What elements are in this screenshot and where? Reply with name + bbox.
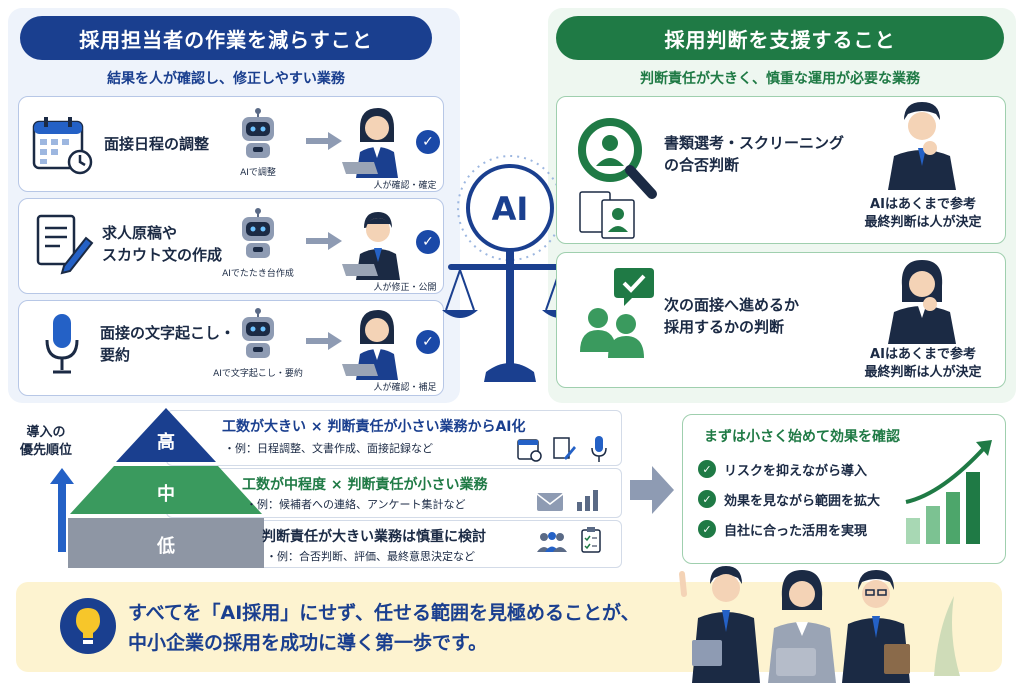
ai-caption: AIで調整	[240, 168, 276, 178]
envelope-icon	[536, 493, 564, 511]
priority-axis-label: 導入の優先順位	[19, 425, 72, 458]
right-header: 採用判断を支援すること	[556, 16, 1004, 60]
arrow-right-icon	[630, 466, 674, 514]
check-icon: ✓	[416, 130, 440, 154]
priority-title-high: 工数が大きい × 判断責任が小さい業務からAI化	[222, 419, 526, 435]
microphone-icon	[591, 436, 607, 462]
document-pen-icon	[553, 437, 576, 460]
priority-title-low: 判断責任が大きい業務は慎重に検討	[262, 529, 486, 545]
tier-low-label: 低	[157, 536, 175, 557]
start-small-title: まずは小さく始めて効果を確認	[704, 429, 900, 445]
bar-chart-icon	[577, 490, 598, 511]
lightbulb-icon	[60, 598, 116, 654]
judgement-label-screening: 書類選考・スクリーニングの合否判断	[664, 134, 845, 174]
ai-caption: AIでたたき台作成	[222, 269, 294, 279]
check-icon: ✓	[698, 520, 716, 538]
ai-caption: AIで文字起こし・要約	[213, 369, 303, 379]
thinking-man-illustration	[888, 102, 956, 190]
person-caption: 人が修正・公開	[373, 283, 437, 293]
person-laptop-illustration	[342, 212, 400, 280]
judgement-note-screening: AIはあくまで参考最終判断は人が決定	[864, 197, 982, 230]
task-label-posting: 求人原稿やスカウト文の作成	[102, 224, 223, 264]
priority-example-low: ・例：合否判断、評価、最終意思決定など	[266, 550, 475, 563]
priority-pyramid	[68, 408, 264, 568]
balance-scale-illustration	[442, 155, 578, 382]
list-item: ✓リスクを抑えながら導入	[698, 456, 880, 482]
robot-icon	[242, 308, 274, 358]
list-item: ✓効果を見ながら範囲を拡大	[698, 486, 880, 512]
growth-chart-icon	[905, 440, 992, 544]
people-check-icon	[580, 268, 654, 358]
judgement-note-interview: AIはあくまで参考最終判断は人が決定	[864, 347, 982, 380]
check-icon: ✓	[416, 330, 440, 354]
calendar-icon	[32, 117, 93, 175]
priority-title-mid: 工数が中程度 × 判断責任が小さい業務	[242, 477, 488, 493]
check-icon: ✓	[698, 460, 716, 478]
calendar-icon	[517, 439, 542, 462]
task-label-schedule: 面接日程の調整	[104, 135, 210, 153]
priority-example-high: ・例：日程調整、文書作成、面接記録など	[224, 442, 433, 455]
footer-banner	[16, 582, 1002, 672]
task-label-transcribe: 面接の文字起こし・要約	[100, 324, 236, 364]
microphone-icon	[45, 314, 79, 374]
person-laptop-illustration	[342, 310, 398, 380]
priority-example-mid: ・例：候補者への連絡、アンケート集計など	[246, 498, 466, 511]
list-item: ✓自社に合った活用を実現	[698, 516, 880, 542]
magnifier-person-icon	[578, 118, 657, 239]
people-icon	[537, 532, 567, 552]
arrow-right-icon	[306, 132, 342, 150]
right-subheader: 判断責任が大きく、慎重な運用が必要な業務	[640, 71, 920, 87]
left-subheader: 結果を人が確認し、修正しやすい業務	[107, 71, 345, 87]
check-icon: ✓	[416, 230, 440, 254]
tier-mid-label: 中	[157, 484, 175, 505]
robot-icon	[242, 208, 274, 258]
left-header: 採用担当者の作業を減らすこと	[20, 16, 432, 60]
clipboard-check-icon	[581, 527, 601, 553]
arrow-right-icon	[306, 332, 342, 350]
start-small-list: ✓リスクを抑えながら導入 ✓効果を見ながら範囲を拡大 ✓自社に合った活用を実現	[698, 456, 880, 542]
footer-message: すべてを「AI採用」にせず、任せる範囲を見極めることが、 中小企業の採用を成功に…	[128, 602, 640, 654]
person-caption: 人が確認・補足	[373, 383, 437, 393]
scale-ai-label: AI	[491, 190, 529, 228]
judgement-label-interview: 次の面接へ進めるか採用するかの判断	[664, 296, 800, 336]
arrow-up-icon	[50, 468, 74, 552]
priority-row-high	[166, 410, 622, 466]
robot-icon	[242, 108, 274, 158]
document-pen-icon	[36, 214, 94, 275]
thinking-woman-illustration	[888, 260, 956, 344]
person-caption: 人が確認・確定	[373, 181, 437, 191]
tier-high-label: 高	[157, 432, 175, 453]
person-laptop-illustration	[342, 108, 398, 178]
arrow-right-icon	[306, 232, 342, 250]
check-icon: ✓	[698, 490, 716, 508]
team-illustration	[679, 566, 960, 683]
